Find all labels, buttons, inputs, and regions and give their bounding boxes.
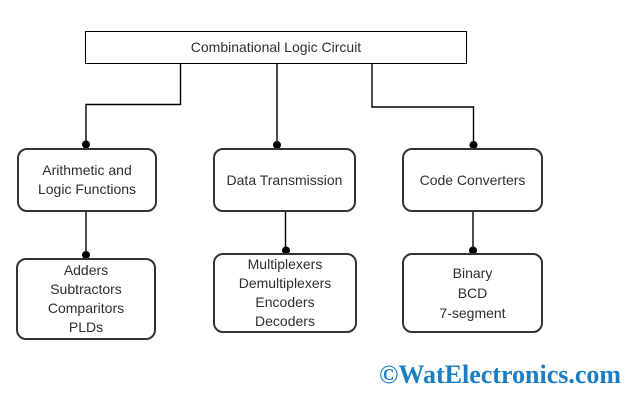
- junction-dot-data-transmission: [273, 141, 281, 149]
- node-data-transmission-examples: Multiplexers Demultiplexers Encoders Dec…: [213, 253, 357, 333]
- junction-dot-code-converters: [469, 141, 478, 149]
- node-label-line: BCD: [457, 285, 488, 301]
- node-label-line: Demultiplexers: [238, 275, 332, 291]
- node-label-line: Multiplexers: [247, 256, 323, 272]
- watermark: ©WatElectronics.com: [379, 360, 622, 389]
- node-label-line: Comparitors: [47, 300, 125, 316]
- node-arithmetic-examples: Adders Subtractors Comparitors PLDs: [16, 258, 156, 340]
- junction-dot-code-converters-leaf: [469, 246, 477, 255]
- node-code-converters: Code Converters: [402, 148, 543, 212]
- node-label-line: Binary: [452, 265, 493, 281]
- node-label-line: Data Transmission: [226, 171, 343, 188]
- node-label-line: PLDs: [68, 319, 104, 335]
- node-label-line: Encoders: [255, 294, 315, 310]
- node-label: Combinational Logic Circuit: [190, 39, 362, 55]
- node-label-line: Code Converters: [419, 171, 526, 188]
- junction-dot-arithmetic: [82, 140, 90, 149]
- node-label-line: Adders: [63, 262, 109, 278]
- node-combinational-logic-circuit: Combinational Logic Circuit: [85, 31, 467, 64]
- junction-dot-arithmetic-leaf: [82, 251, 90, 259]
- node-label-line: Subtractors: [50, 281, 122, 297]
- node-label-line: Arithmetic and: [42, 162, 132, 178]
- junction-dot-data-transmission-leaf: [282, 246, 290, 255]
- connector-root-to-code-converters: [371, 64, 475, 141]
- node-label-line: 7-segment: [439, 305, 506, 321]
- connector-root-to-arithmetic: [85, 64, 182, 141]
- node-data-transmission: Data Transmission: [213, 148, 356, 212]
- node-label-line: Decoders: [255, 313, 315, 329]
- node-code-converter-examples: Binary BCD 7-segment: [402, 253, 543, 333]
- node-label-line: Logic Functions: [37, 181, 137, 197]
- node-arithmetic-logic-functions: Arithmetic and Logic Functions: [17, 148, 157, 212]
